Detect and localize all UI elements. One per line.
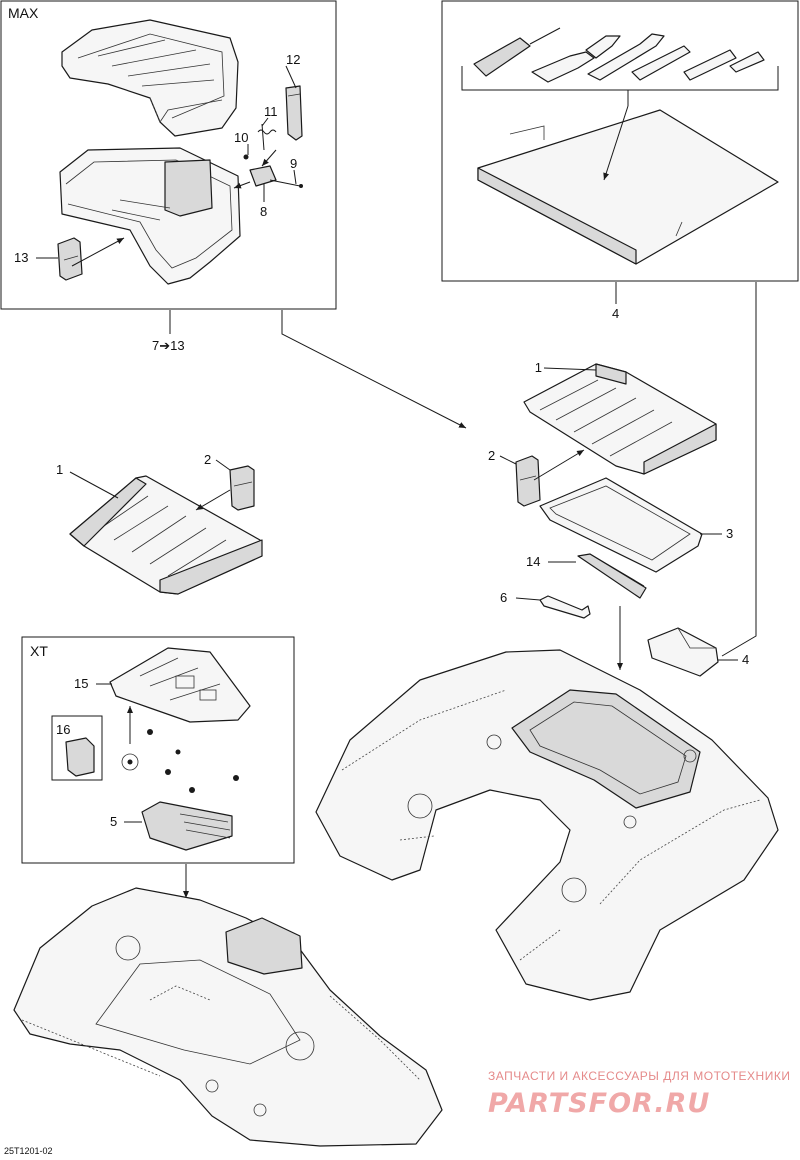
callout-2-right: 2 [488,448,495,463]
watermark-tagline: ЗАПЧАСТИ И АКСЕССУАРЫ ДЛЯ МОТОТЕХНИКИ [488,1069,790,1083]
mounting-plate-part-15 [109,647,251,723]
tool-pouch-part-small [647,627,719,677]
clip-part-2-right [515,455,541,507]
callout-9: 9 [290,156,297,171]
clip-part-16 [65,737,95,777]
callout-11: 11 [264,104,278,119]
rear-body-max-part [315,649,779,1001]
max-storage-box: MAX [0,0,337,310]
tool-kit-box [441,0,799,282]
storage-tray-part [59,147,241,285]
storage-lid-part [61,19,239,137]
clip-part-2-left [229,465,255,511]
wrench-part-6 [539,595,591,619]
callout-7-to-13: 7➔13 [152,338,185,353]
callout-5: 5 [110,814,117,829]
callout-16: 16 [56,722,70,737]
max-box-title: MAX [8,5,39,21]
xt-box-title: XT [30,643,48,659]
watermark-logo: PARTSFOR.RU [488,1088,710,1119]
callout-14: 14 [526,554,540,569]
xt-accessory-box: XT 15 16 [21,636,295,864]
callout-1-right: 1 [535,360,542,375]
clip-part-13 [57,237,83,281]
drawing-code: 25T1201-02 [4,1146,53,1156]
gasket-part-3 [539,477,703,573]
callout-15: 15 [74,676,88,691]
latch-assembly-part [243,85,303,188]
rear-body-xt-part [13,887,443,1147]
callout-8: 8 [260,204,267,219]
callout-3: 3 [726,526,733,541]
callout-2-left: 2 [204,452,211,467]
callout-13: 13 [14,250,28,265]
callout-10: 10 [234,130,248,145]
rack-assembly-left [69,475,263,595]
fasteners-part [121,729,239,793]
callout-4-pouch: 4 [742,652,749,667]
callout-12: 12 [286,52,300,67]
callout-6: 6 [500,590,507,605]
tool-pouch-part [477,109,779,265]
tools-part [473,27,765,83]
callout-1-left: 1 [56,462,63,477]
bracket-part-14 [577,553,647,599]
rack-assembly-right [523,363,717,475]
callout-4-toolkit: 4 [612,306,619,321]
storage-pouch-part-5 [141,801,233,851]
